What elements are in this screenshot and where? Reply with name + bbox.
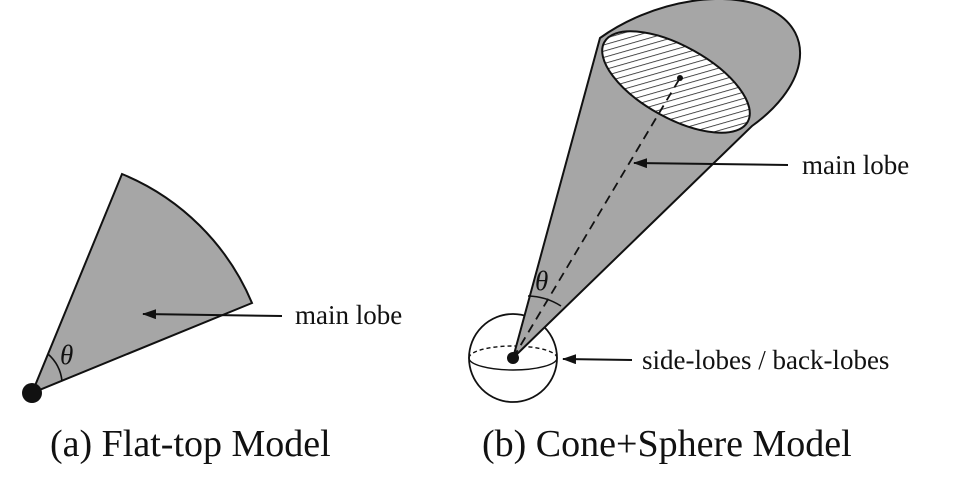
angle-arc-a bbox=[47, 353, 63, 382]
side-lobe-arrow bbox=[562, 354, 633, 365]
main-lobe-label-a: main lobe bbox=[295, 300, 402, 330]
antenna-point-b bbox=[507, 352, 519, 364]
cone-axis bbox=[512, 77, 681, 359]
caption-b: (b) Cone+Sphere Model bbox=[482, 423, 852, 465]
main-lobe-label-b: main lobe bbox=[802, 150, 909, 180]
panel-a-flat-top: θ main lobe (a) Flat-top Model bbox=[22, 172, 402, 465]
sphere-equator-front bbox=[468, 357, 558, 371]
antenna-point-a bbox=[22, 383, 42, 403]
theta-label-a: θ bbox=[60, 340, 73, 370]
sphere-equator-back bbox=[468, 345, 558, 359]
cone-top-hatched-face bbox=[601, 30, 751, 134]
panel-b-cone-sphere: θ main lobe side-lobes / back-lobes (b) … bbox=[468, 0, 909, 465]
side-lobe-label: side-lobes / back-lobes bbox=[642, 345, 889, 375]
caption-a: (a) Flat-top Model bbox=[50, 423, 331, 465]
flat-top-main-lobe-sector bbox=[30, 172, 254, 395]
angle-arc-b bbox=[527, 295, 562, 307]
theta-label-b: θ bbox=[535, 266, 548, 296]
cone-axis-top-point bbox=[677, 75, 683, 81]
main-lobe-arrow-b bbox=[633, 158, 789, 169]
main-lobe-arrow-a bbox=[142, 309, 283, 320]
